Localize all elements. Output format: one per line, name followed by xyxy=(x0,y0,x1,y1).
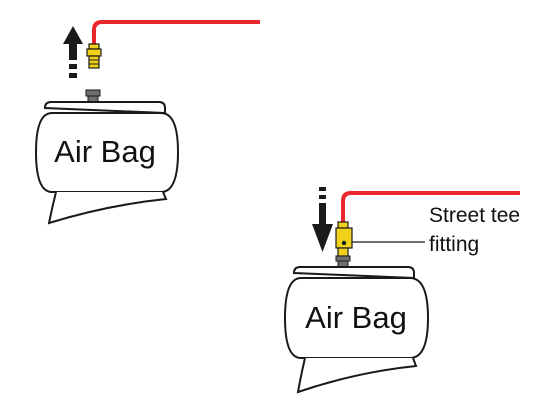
callout-label-line2: fitting xyxy=(429,233,479,256)
street-tee-fitting xyxy=(335,221,353,257)
left-flow-arrow-up xyxy=(63,26,83,78)
right-air-bag: Air Bag xyxy=(283,266,430,394)
left-bag-label: Air Bag xyxy=(54,134,156,169)
right-assembly: Air Bag Street tee fitting xyxy=(283,187,520,394)
right-air-line xyxy=(341,191,520,222)
left-assembly: Air Bag xyxy=(34,20,260,225)
right-flow-arrow-down xyxy=(312,187,333,252)
callout-label-line1: Street tee xyxy=(429,204,520,227)
left-valve-stem xyxy=(85,89,101,103)
left-air-bag: Air Bag xyxy=(34,101,180,225)
right-bag-label: Air Bag xyxy=(305,300,407,335)
right-valve-stem xyxy=(335,255,351,268)
left-air-line xyxy=(92,20,260,44)
left-line-fitting xyxy=(86,43,102,69)
